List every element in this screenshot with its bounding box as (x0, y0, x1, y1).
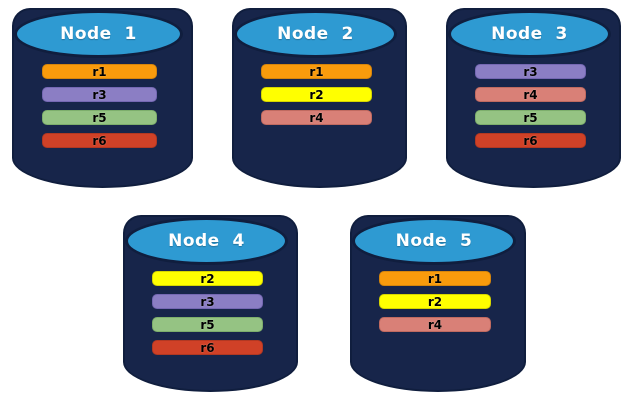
replica-label: r6 (92, 133, 107, 148)
replica-bar-r1: r1 (41, 64, 158, 79)
db-node-node-1: Node 1 r1 r3 r5 r6 (12, 8, 193, 188)
cylinder-top-ellipse: Node 1 (14, 10, 183, 58)
replica-label: r5 (92, 110, 107, 125)
replica-bar-r4: r4 (474, 87, 587, 102)
replica-list: r1 r3 r5 r6 (12, 64, 187, 148)
db-node-node-4: Node 4 r2 r3 r5 r6 (123, 215, 298, 392)
replica-label: r3 (92, 87, 107, 102)
node-title: Node 5 (395, 231, 473, 251)
replica-label: r1 (92, 64, 107, 79)
cylinder-top-ellipse: Node 3 (448, 10, 611, 58)
replica-label: r6 (523, 133, 538, 148)
replica-bar-r4: r4 (378, 317, 492, 332)
replica-bar-r4: r4 (260, 110, 373, 125)
replica-bar-r6: r6 (474, 133, 587, 148)
replica-bar-r2: r2 (151, 271, 264, 286)
replica-bar-r1: r1 (260, 64, 373, 79)
replica-bar-r2: r2 (378, 294, 492, 309)
replica-bar-r6: r6 (41, 133, 158, 148)
replica-label: r4 (427, 317, 443, 332)
cylinder-top-ellipse: Node 4 (125, 217, 288, 265)
replica-bar-r6: r6 (151, 340, 264, 355)
replica-bar-r1: r1 (378, 271, 492, 286)
replica-list: r1 r2 r4 (232, 64, 401, 125)
db-node-node-3: Node 3 r3 r4 r5 r6 (446, 8, 621, 188)
replica-bar-r3: r3 (151, 294, 264, 309)
node-title: Node 1 (60, 24, 137, 44)
replica-label: r6 (200, 340, 215, 355)
replica-list: r3 r4 r5 r6 (446, 64, 615, 148)
node-title: Node 4 (168, 231, 245, 251)
replica-label: r4 (309, 110, 324, 125)
replica-bar-r5: r5 (41, 110, 158, 125)
replica-bar-r3: r3 (474, 64, 587, 79)
replica-label: r2 (200, 271, 215, 286)
replica-label: r4 (523, 87, 538, 102)
replica-list: r1 r2 r4 (350, 271, 520, 332)
node-title: Node 2 (277, 24, 354, 44)
replica-list: r2 r3 r5 r6 (123, 271, 292, 355)
cylinder-top-ellipse: Node 2 (234, 10, 397, 58)
replica-label: r5 (523, 110, 538, 125)
cylinder-top-ellipse: Node 5 (352, 217, 516, 265)
replica-bar-r3: r3 (41, 87, 158, 102)
replica-bar-r5: r5 (151, 317, 264, 332)
db-node-node-5: Node 5 r1 r2 r4 (350, 215, 526, 392)
replica-bar-r5: r5 (474, 110, 587, 125)
replica-label: r2 (309, 87, 324, 102)
node-title: Node 3 (491, 24, 568, 44)
replica-label: r1 (309, 64, 324, 79)
replica-label: r5 (200, 317, 215, 332)
replica-label: r1 (427, 271, 443, 286)
replica-bar-r2: r2 (260, 87, 373, 102)
replica-label: r3 (200, 294, 215, 309)
replica-label: r3 (523, 64, 538, 79)
replica-label: r2 (427, 294, 443, 309)
db-node-node-2: Node 2 r1 r2 r4 (232, 8, 407, 188)
